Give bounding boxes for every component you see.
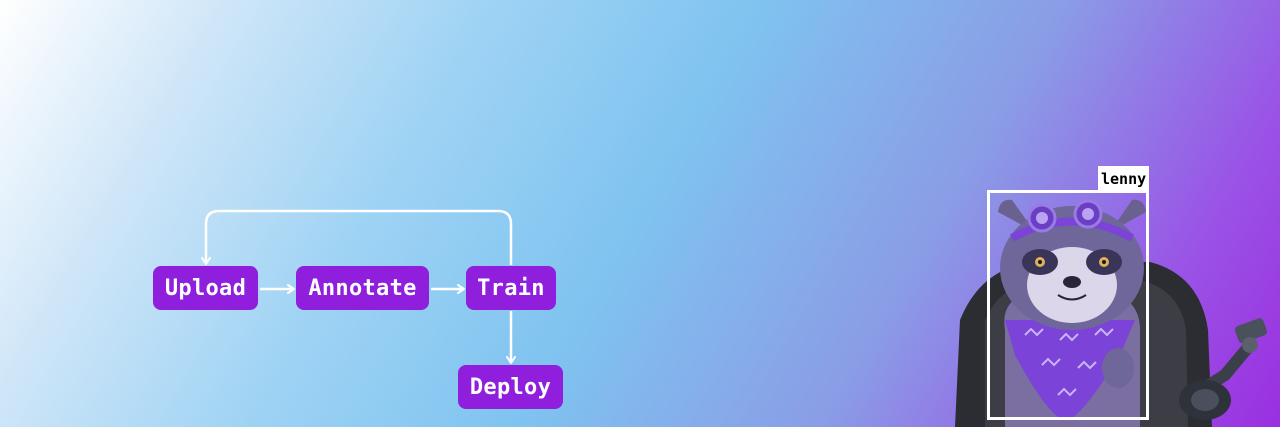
deploy-step: Deploy	[458, 365, 563, 409]
detection-label: lenny	[1098, 166, 1150, 190]
goggles-icon	[1010, 199, 1134, 242]
bandana	[1005, 320, 1135, 420]
robot-arm-icon	[1179, 318, 1267, 420]
detection-bounding-box	[987, 190, 1149, 420]
train-step: Train	[466, 266, 556, 310]
annotate-step: Annotate	[296, 266, 429, 310]
arrow-train-loop-to-upload	[201, 209, 513, 265]
upload-step: Upload	[153, 266, 258, 310]
